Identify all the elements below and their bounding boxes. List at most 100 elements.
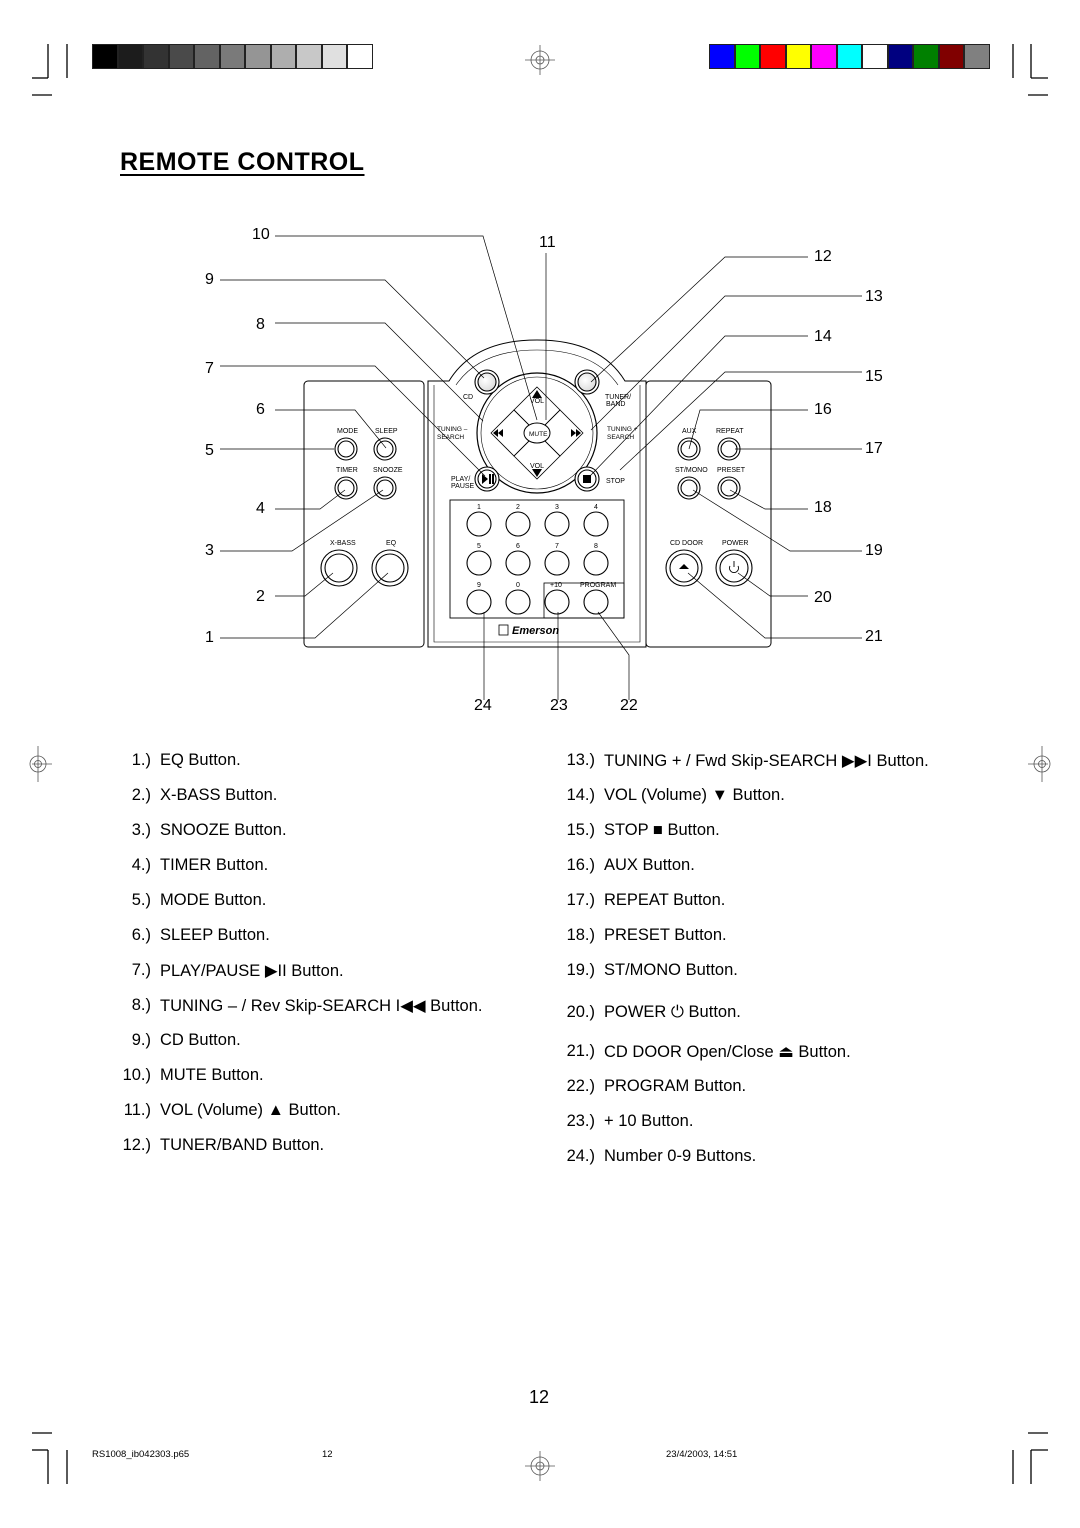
remote-label-cd-door: CD DOOR [670,540,703,547]
legend-item-number: 13.) [566,751,595,769]
dpad-ring [476,372,598,494]
calibration-swatch [709,44,735,69]
svg-text:BAND: BAND [606,401,625,408]
calibration-swatch [785,44,811,69]
calibration-swatch [811,44,837,69]
calibration-swatch [245,44,271,69]
legend-item-text: VOL (Volume) ▲ Button. [160,1101,341,1119]
calibration-swatch [862,44,888,69]
legend-item-text: PRESET Button. [604,926,727,944]
play-pause-icon [482,474,494,484]
remote-label-tuning-minus: TUNING – [437,426,468,433]
remote-label-power: POWER [722,540,748,547]
calibration-swatch [270,44,296,69]
calibration-swatch [938,44,964,69]
remote-label-play: PLAY/ [451,476,470,483]
callout-3: 3 [205,542,214,559]
legend-item-number: 7.) [131,961,151,979]
callout-21: 21 [865,628,883,645]
calibration-swatch [913,44,939,69]
remote-label-search-right: SEARCH [607,434,634,441]
remote-label-mute: MUTE [529,431,548,438]
legend-item-number: 4.) [131,856,151,874]
legend-item-number: 20.) [566,1003,595,1021]
legend-item-text: CD Button. [160,1031,241,1049]
callout-6: 6 [256,401,265,418]
legend-item-number: 17.) [566,891,595,909]
remote-label-vol-down: VOL [530,463,544,470]
svg-text:2: 2 [516,504,520,511]
vol-up-arrow-icon [532,390,542,398]
legend-item-number: 23.) [566,1112,595,1130]
callout-22: 22 [620,697,638,714]
callout-14: 14 [814,328,832,345]
legend-item-number: 5.) [131,891,151,909]
callout-15: 15 [865,368,883,385]
callout-23: 23 [550,697,568,714]
callout-1: 1 [205,629,214,646]
legend-item-text: TIMER Button. [160,856,269,874]
svg-text:PROGRAM: PROGRAM [580,582,616,589]
remote-label-stop: STOP [606,478,625,485]
callout-5: 5 [205,442,214,459]
legend-item-text: MODE Button. [160,891,267,909]
svg-text:9: 9 [477,582,481,589]
svg-text:PAUSE: PAUSE [451,483,475,490]
remote-label-preset: PRESET [717,467,746,474]
legend-item-number: 6.) [131,926,151,944]
footer-date: 23/4/2003, 14:51 [666,1449,738,1460]
legend-item-text: SNOOZE Button. [160,821,287,839]
legend-item-text: VOL (Volume) ▼ Button. [604,786,785,804]
remote-label-repeat: REPEAT [716,428,744,435]
remote-label-eq: EQ [386,540,397,547]
callout-2: 2 [256,588,265,605]
calibration-swatch [168,44,194,69]
footer-page: 12 [322,1449,333,1460]
remote-control-diagram: CD VOL TUNER/ BAND MUTE TUNING – SEARCH … [220,235,862,700]
legend-item-text: EQ Button. [160,751,241,769]
calibration-swatch [964,44,990,69]
svg-text:8: 8 [594,543,598,550]
remote-label-search-left: SEARCH [437,434,464,441]
legend-item-text: REPEAT Button. [604,891,726,909]
svg-text:Emerson: Emerson [512,625,559,637]
legend-item-text: PROGRAM Button. [604,1077,747,1095]
calibration-swatch [321,44,347,69]
callout-4: 4 [256,500,265,517]
eject-icon [679,564,689,569]
callout-24: 24 [474,697,492,714]
legend-item-text: MUTE Button. [160,1066,264,1084]
svg-text:+10: +10 [550,582,562,589]
callout-13: 13 [865,288,883,305]
calibration-swatch [117,44,143,69]
calibration-swatch [219,44,245,69]
calibration-swatch [194,44,220,69]
calibration-swatch [734,44,760,69]
svg-text:5: 5 [477,543,481,550]
calibration-swatch [760,44,786,69]
emerson-logo: Emerson [498,624,559,637]
callout-9: 9 [205,271,214,288]
remote-label-st-mono: ST/MONO [675,467,708,474]
legend-item-text: ST/MONO Button. [604,961,738,979]
legend-item-number: 2.) [131,786,151,804]
legend-item-text: STOP ■ Button. [604,821,720,839]
legend-item-text: Number 0-9 Buttons. [604,1147,757,1165]
legend-item-number: 10.) [122,1066,151,1084]
legend-item-text: POWER ⏻ Button. [604,1003,741,1021]
calibration-swatch [836,44,862,69]
legend-item-text: AUX Button. [604,856,695,874]
legend-item-text: CD DOOR Open/Close ⏏ Button. [604,1043,851,1061]
legend-item-number: 22.) [566,1077,595,1095]
callout-7: 7 [205,360,214,377]
legend-item-text: SLEEP Button. [160,926,270,944]
calibration-swatch [92,44,118,69]
legend-item-number: 21.) [566,1042,595,1060]
remote-label-timer: TIMER [336,467,358,474]
mute-button [523,422,551,444]
remote-label-vol-up: VOL [530,398,544,405]
remote-label-aux: AUX [682,428,697,435]
callout-8: 8 [256,316,265,333]
rev-skip-icon [493,429,503,437]
remote-label-cd: CD [463,394,473,401]
